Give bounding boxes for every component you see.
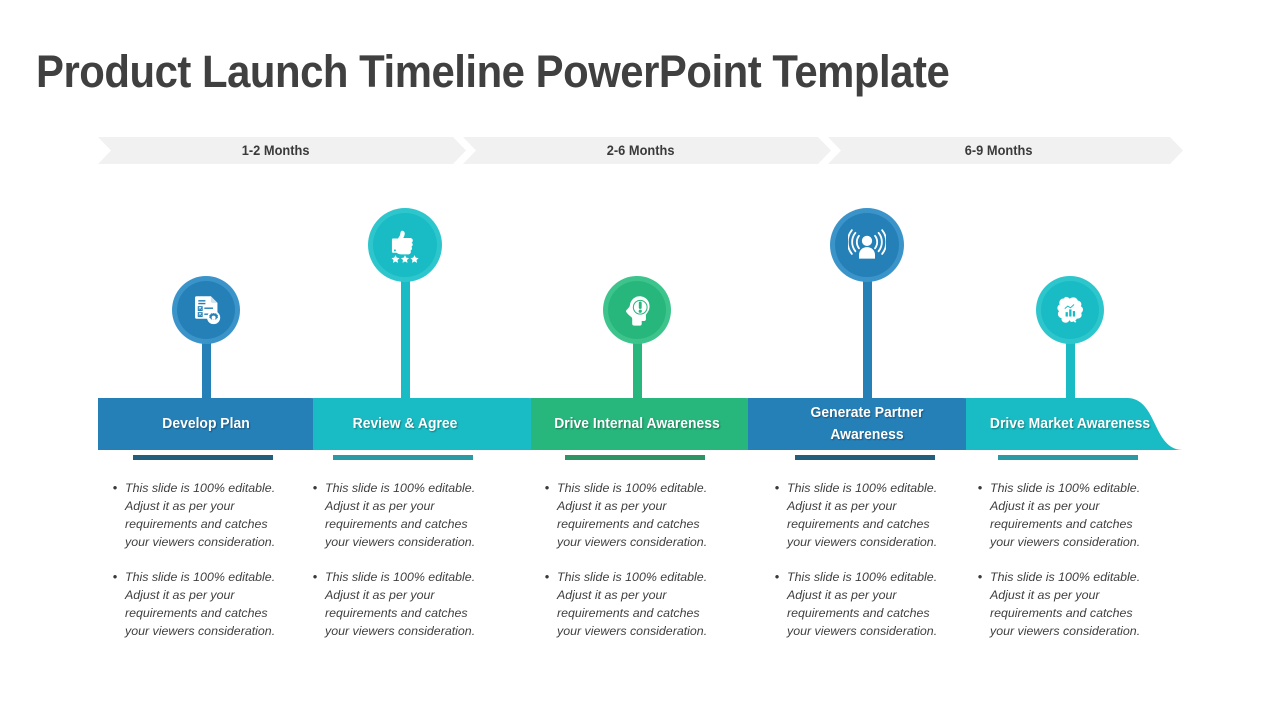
bullet-text: This slide is 100% editable. Adjust it a… <box>787 570 938 638</box>
month-chevron-label-2: 2-6 Months <box>606 143 675 158</box>
bullet-dot-icon: • <box>774 569 780 584</box>
brain-bar-chart-icon <box>1053 293 1088 328</box>
list-item: • This slide is 100% editable. Adjust it … <box>970 479 1160 551</box>
list-item: • This slide is 100% editable. Adjust it … <box>767 479 957 551</box>
bullet-text: This slide is 100% editable. Adjust it a… <box>787 481 938 549</box>
list-item: • This slide is 100% editable. Adjust it … <box>767 568 957 640</box>
column-rule-2 <box>333 455 473 460</box>
bullet-dot-icon: • <box>112 480 118 495</box>
list-item: • This slide is 100% editable. Adjust it … <box>970 568 1160 640</box>
bullet-column-4: • This slide is 100% editable. Adjust it … <box>767 455 957 657</box>
bullet-text: This slide is 100% editable. Adjust it a… <box>557 570 708 638</box>
month-chevron-1: 1-2 Months <box>98 137 466 164</box>
pin-stem-4 <box>862 245 872 406</box>
pin-stem-1 <box>201 310 211 406</box>
bullet-column-5: • This slide is 100% editable. Adjust it … <box>970 455 1160 657</box>
stage-segment-3[interactable] <box>531 398 801 450</box>
head-exclamation-icon <box>620 293 655 328</box>
stage-segment-1[interactable] <box>98 398 366 450</box>
month-chevron-3: 6-9 Months <box>828 137 1183 164</box>
month-banner: 1-2 Months 2-6 Months 6-9 Months <box>98 137 1183 164</box>
stage-segment-2[interactable] <box>313 398 584 450</box>
list-item: • This slide is 100% editable. Adjust it … <box>105 479 295 551</box>
stage-segment-4[interactable] <box>748 398 1019 450</box>
list-item: • This slide is 100% editable. Adjust it … <box>537 479 727 551</box>
month-chevron-label-3: 6-9 Months <box>965 143 1033 158</box>
pin-circle-2[interactable] <box>368 208 442 282</box>
bullet-dot-icon: • <box>312 569 318 584</box>
pin-circle-5[interactable] <box>1036 276 1104 344</box>
bullet-text: This slide is 100% editable. Adjust it a… <box>325 481 476 549</box>
list-item: • This slide is 100% editable. Adjust it … <box>305 568 495 640</box>
bullet-column-2: • This slide is 100% editable. Adjust it … <box>305 455 495 657</box>
pin-stem-2 <box>400 245 410 406</box>
list-item: • This slide is 100% editable. Adjust it … <box>537 568 727 640</box>
bullet-dot-icon: • <box>112 569 118 584</box>
timeline-pin-3[interactable] <box>603 276 671 406</box>
bullet-dot-icon: • <box>977 480 983 495</box>
pin-stem-3 <box>632 310 642 406</box>
column-rule-5 <box>998 455 1138 460</box>
thumbs-up-stars-disc <box>373 213 437 277</box>
bullet-dot-icon: • <box>544 569 550 584</box>
bullet-text: This slide is 100% editable. Adjust it a… <box>990 481 1141 549</box>
bullet-column-3: • This slide is 100% editable. Adjust it … <box>537 455 727 657</box>
bullet-dot-icon: • <box>977 569 983 584</box>
bullet-text: This slide is 100% editable. Adjust it a… <box>557 481 708 549</box>
bullet-dot-icon: • <box>774 480 780 495</box>
list-item: • This slide is 100% editable. Adjust it … <box>305 479 495 551</box>
column-rule-4 <box>795 455 935 460</box>
bullet-text: This slide is 100% editable. Adjust it a… <box>125 570 276 638</box>
bullet-column-1: • This slide is 100% editable. Adjust it … <box>105 455 295 657</box>
bullet-text: This slide is 100% editable. Adjust it a… <box>325 570 476 638</box>
bullet-text: This slide is 100% editable. Adjust it a… <box>125 481 276 549</box>
document-checklist-gear-icon <box>189 293 224 328</box>
pin-circle-4[interactable] <box>830 208 904 282</box>
list-item: • This slide is 100% editable. Adjust it … <box>105 568 295 640</box>
timeline-pin-4[interactable] <box>830 208 904 406</box>
thumbs-up-stars-icon <box>386 226 424 264</box>
bullet-dot-icon: • <box>544 480 550 495</box>
pin-circle-1[interactable] <box>172 276 240 344</box>
timeline-pin-1[interactable] <box>172 276 240 406</box>
stage-segment-5[interactable] <box>966 398 1183 450</box>
month-chevron-2: 2-6 Months <box>463 137 831 164</box>
person-broadcast-icon <box>848 226 886 264</box>
column-rule-1 <box>133 455 273 460</box>
bullet-dot-icon: • <box>312 480 318 495</box>
person-broadcast-disc <box>835 213 899 277</box>
month-chevron-label-1: 1-2 Months <box>241 143 310 158</box>
pin-stem-5 <box>1065 310 1075 406</box>
bullet-text: This slide is 100% editable. Adjust it a… <box>990 570 1141 638</box>
timeline-pin-2[interactable] <box>368 208 442 406</box>
pin-circle-3[interactable] <box>603 276 671 344</box>
column-rule-3 <box>565 455 705 460</box>
brain-bar-chart-disc <box>1041 281 1099 339</box>
document-checklist-gear-disc <box>177 281 235 339</box>
head-exclamation-disc <box>608 281 666 339</box>
page-title: Product Launch Timeline PowerPoint Templ… <box>36 46 950 97</box>
timeline-pin-5[interactable] <box>1036 276 1104 406</box>
